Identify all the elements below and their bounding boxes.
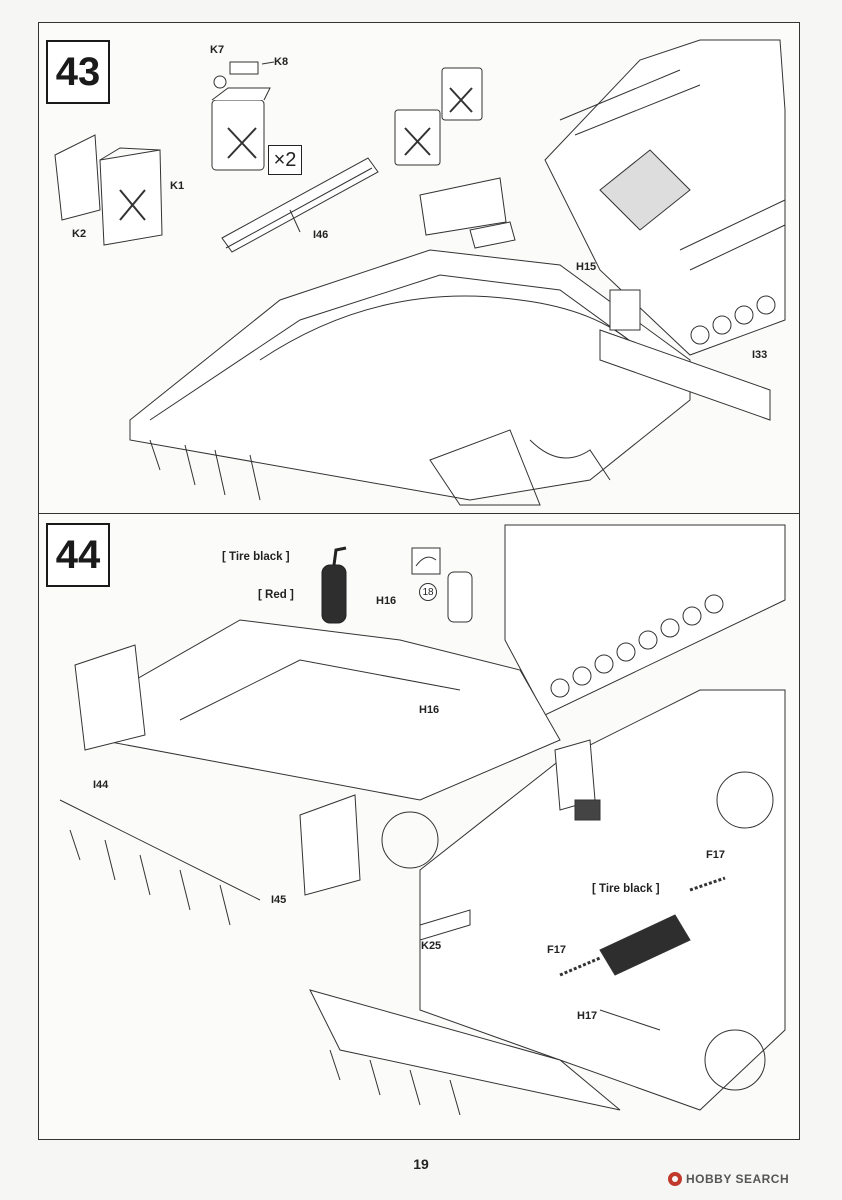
paint-callout-red: [ Red ] <box>258 589 294 601</box>
fire-extinguisher-h16-drawing <box>322 548 472 623</box>
part-label-h17: H17 <box>577 1010 598 1022</box>
step-number-44: 44 <box>46 523 110 587</box>
page-number: 19 <box>413 1156 429 1172</box>
watermark-text: HOBBY SEARCH <box>686 1172 790 1186</box>
paint-callout-tire-black-bottom: [ Tire black ] <box>592 883 660 895</box>
step-number-43: 43 <box>46 40 110 104</box>
vehicle-hull-step43-drawing <box>130 40 785 505</box>
paint-callout-tire-black-top: [ Tire black ] <box>222 551 290 563</box>
rack-jerry-cans-drawing <box>395 68 515 248</box>
watermark-logo-icon <box>668 1172 682 1186</box>
part-label-k2: K2 <box>72 228 87 240</box>
jerry-can-k1-k2-drawing <box>55 135 162 245</box>
part-label-k1: K1 <box>170 180 185 192</box>
vehicle-hull-step44-drawing <box>60 525 785 1115</box>
part-label-h16-a: H16 <box>376 595 397 607</box>
watermark: HOBBY SEARCH <box>668 1172 789 1186</box>
part-label-i44: I44 <box>93 779 109 791</box>
step-divider <box>38 513 800 514</box>
circled-part-number: 18 <box>419 583 437 601</box>
part-label-h15: H15 <box>576 261 597 273</box>
part-label-f17-b: F17 <box>547 944 566 956</box>
part-label-i46: I46 <box>313 229 329 241</box>
quantity-multiplier: ×2 <box>268 145 302 175</box>
part-label-i45: I45 <box>271 894 287 906</box>
part-label-f17-a: F17 <box>706 849 725 861</box>
part-label-h16-b: H16 <box>419 704 440 716</box>
part-label-k7: K7 <box>210 44 225 56</box>
jerry-can-k7-k8-drawing <box>212 62 274 170</box>
panel-i46-drawing <box>222 158 378 252</box>
part-label-i33: I33 <box>752 349 768 361</box>
part-label-k25: K25 <box>421 940 442 952</box>
part-label-k8: K8 <box>274 56 289 68</box>
